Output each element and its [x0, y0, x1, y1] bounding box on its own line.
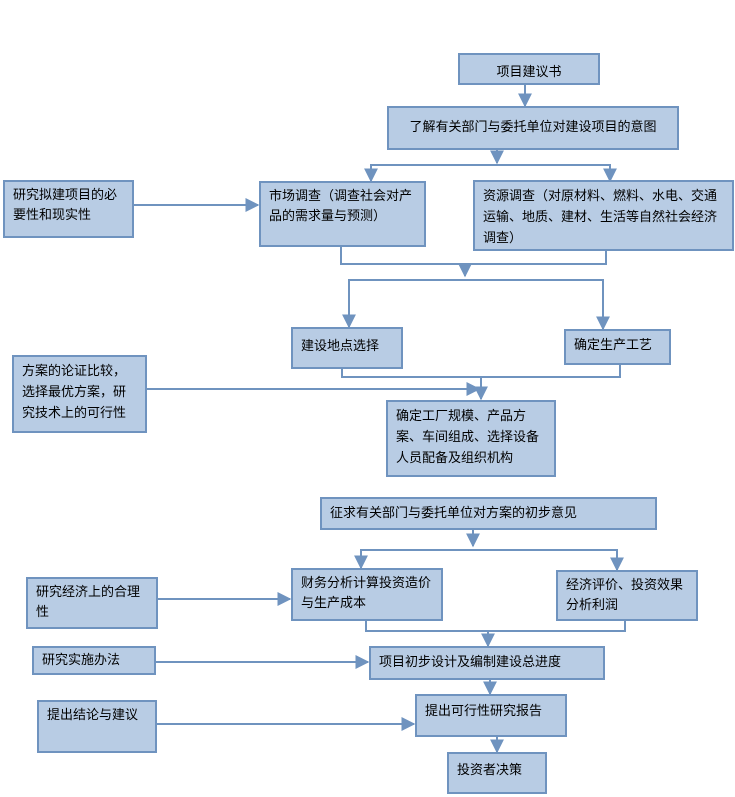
branch-financial-economic: [360, 549, 618, 568]
node-preliminary-design: 项目初步设计及编制建设总进度: [369, 646, 605, 680]
node-resource-survey: 资源调查（对原材料、燃料、水电、交通运输、地质、建材、生活等自然社会经济调查）: [473, 180, 734, 251]
node-scheme-comparison: 方案的论证比较，选择最优方案，研究技术上的可行性: [12, 355, 147, 433]
node-feasibility-report: 提出可行性研究报告: [415, 694, 567, 737]
node-conclusion: 提出结论与建议: [37, 700, 157, 753]
node-economic-research: 研究经济上的合理性: [26, 577, 158, 629]
merge-financial-economic: [365, 620, 626, 632]
node-market-survey: 市场调查（调查社会对产品的需求量与预测）: [259, 181, 426, 247]
node-financial-analysis: 财务分析计算投资造价与生产成本: [291, 568, 443, 621]
node-production-process: 确定生产工艺: [564, 329, 671, 365]
merge-market-resource: [340, 246, 607, 265]
branch-site-process: [348, 279, 604, 326]
node-plant-scale: 确定工厂规模、产品方案、车间组成、选择设备人员配备及组织机构: [386, 400, 556, 477]
node-project-proposal: 项目建议书: [458, 53, 600, 85]
branch-market-resource: [370, 164, 611, 180]
node-site-selection: 建设地点选择: [291, 327, 403, 369]
node-necessity: 研究拟建项目的必要性和现实性: [3, 180, 134, 238]
node-investor-decision: 投资者决策: [447, 752, 547, 794]
node-solicit-opinions: 征求有关部门与委托单位对方案的初步意见: [320, 497, 657, 530]
node-implementation: 研究实施办法: [32, 646, 156, 675]
node-economic-evaluation: 经济评价、投资效果分析利润: [556, 570, 698, 621]
node-understand-intent: 了解有关部门与委托单位对建设项目的意图: [387, 106, 679, 150]
